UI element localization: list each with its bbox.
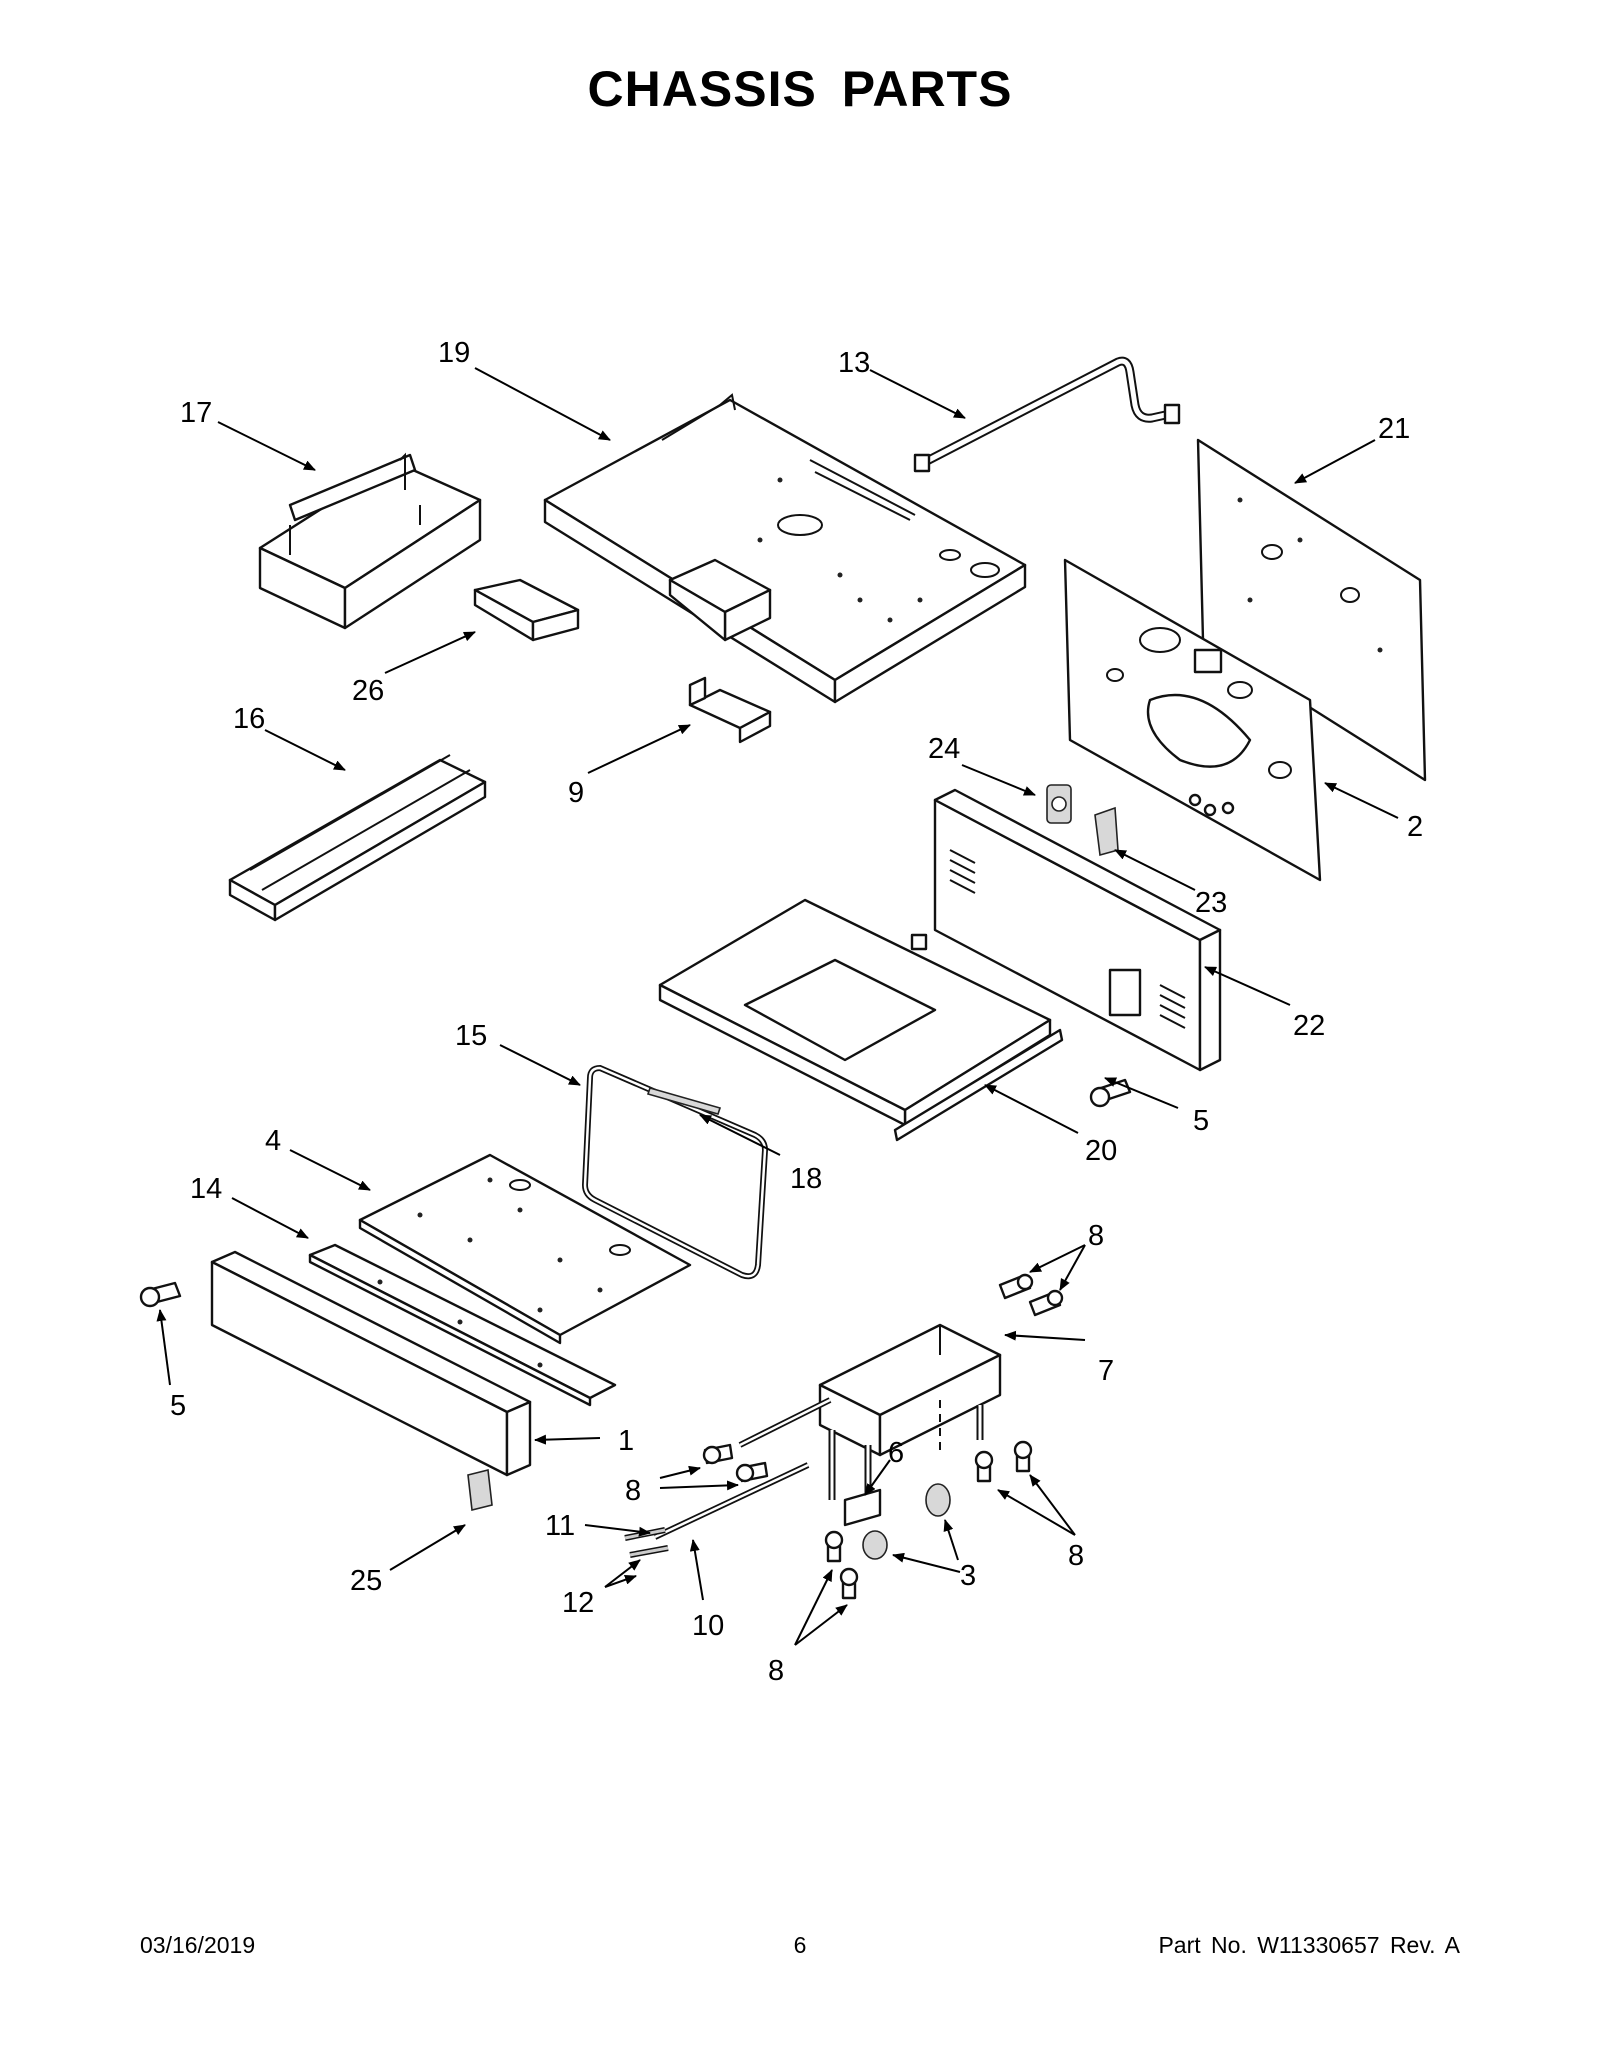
part-25-small-bracket [467, 1469, 493, 1511]
part-26-small-tray [473, 578, 580, 642]
part-5-screw-left [139, 1281, 182, 1308]
part-24-valve-bracket [1046, 784, 1072, 824]
callout-21: 21 [1378, 413, 1410, 445]
footer-part-number: Part No. W11330657 Rev. A [1158, 1932, 1460, 1958]
callout-16: 16 [233, 703, 265, 735]
callout-15: 15 [455, 1020, 487, 1052]
part-18-strip [646, 1087, 722, 1115]
callout-18: 18 [790, 1163, 822, 1195]
part-10-rod [653, 1462, 810, 1540]
callout-5-right: 5 [1193, 1105, 1209, 1137]
callout-24: 24 [928, 733, 960, 765]
callout-3: 3 [960, 1560, 976, 1592]
callout-11: 11 [545, 1510, 575, 1542]
part-17-trough-bracket [258, 452, 482, 630]
part-13-gas-tube [913, 356, 1181, 473]
part-12-sleeve [629, 1545, 669, 1558]
callout-25: 25 [350, 1565, 382, 1597]
callout-12: 12 [562, 1587, 594, 1619]
part-22-rear-box [933, 788, 1222, 1072]
part-19-base-pan [543, 393, 1027, 704]
callout-5-left: 5 [170, 1390, 186, 1422]
callout-6: 6 [888, 1437, 904, 1469]
callout-arrows [156, 367, 1399, 1646]
callout-9: 9 [568, 777, 584, 809]
callout-20: 20 [1085, 1135, 1117, 1167]
part-21-back-cover-panel [1196, 438, 1427, 782]
part-7-bracket-box [818, 1323, 1002, 1457]
part-3-caster [862, 1483, 951, 1560]
callout-8-right: 8 [1068, 1540, 1084, 1572]
callout-8-top: 8 [1088, 1220, 1104, 1252]
part-23-clip [1094, 806, 1119, 857]
callout-8-bottom: 8 [768, 1655, 784, 1687]
callout-1: 1 [618, 1425, 634, 1457]
part-6-caster-mount [843, 1488, 882, 1527]
part-1-front-rail [210, 1250, 532, 1477]
part-rod-long [738, 1397, 832, 1448]
callout-14: 14 [190, 1173, 222, 1205]
callout-7: 7 [1098, 1355, 1114, 1387]
callout-13: 13 [838, 347, 870, 379]
callout-17: 17 [180, 397, 212, 429]
part-15-gasket [581, 1064, 769, 1280]
part-20-tray [658, 898, 1064, 1142]
callout-19: 19 [438, 337, 470, 369]
part-4-floor-plate [358, 1153, 692, 1345]
part-8-screws [702, 1273, 1064, 1600]
part-2-back-panel [1063, 558, 1322, 882]
footer-date: 03/16/2019 [140, 1932, 256, 1958]
page-title: CHASSIS PARTS [587, 61, 1013, 117]
part-16-rail [228, 754, 487, 922]
callout-8-left: 8 [625, 1475, 641, 1507]
callout-labels: 19 13 17 21 26 16 9 24 2 23 22 15 5 20 4… [170, 337, 1423, 1687]
callout-23: 23 [1195, 887, 1227, 919]
callout-2: 2 [1407, 811, 1423, 843]
callout-22: 22 [1293, 1010, 1325, 1042]
part-5-screw [1089, 1078, 1132, 1108]
part-14-top-strip [308, 1243, 617, 1407]
callout-4: 4 [265, 1125, 281, 1157]
callout-26: 26 [352, 675, 384, 707]
footer-page-number: 6 [793, 1932, 807, 1958]
part-9-bracket [688, 676, 772, 744]
callout-10: 10 [692, 1610, 724, 1642]
